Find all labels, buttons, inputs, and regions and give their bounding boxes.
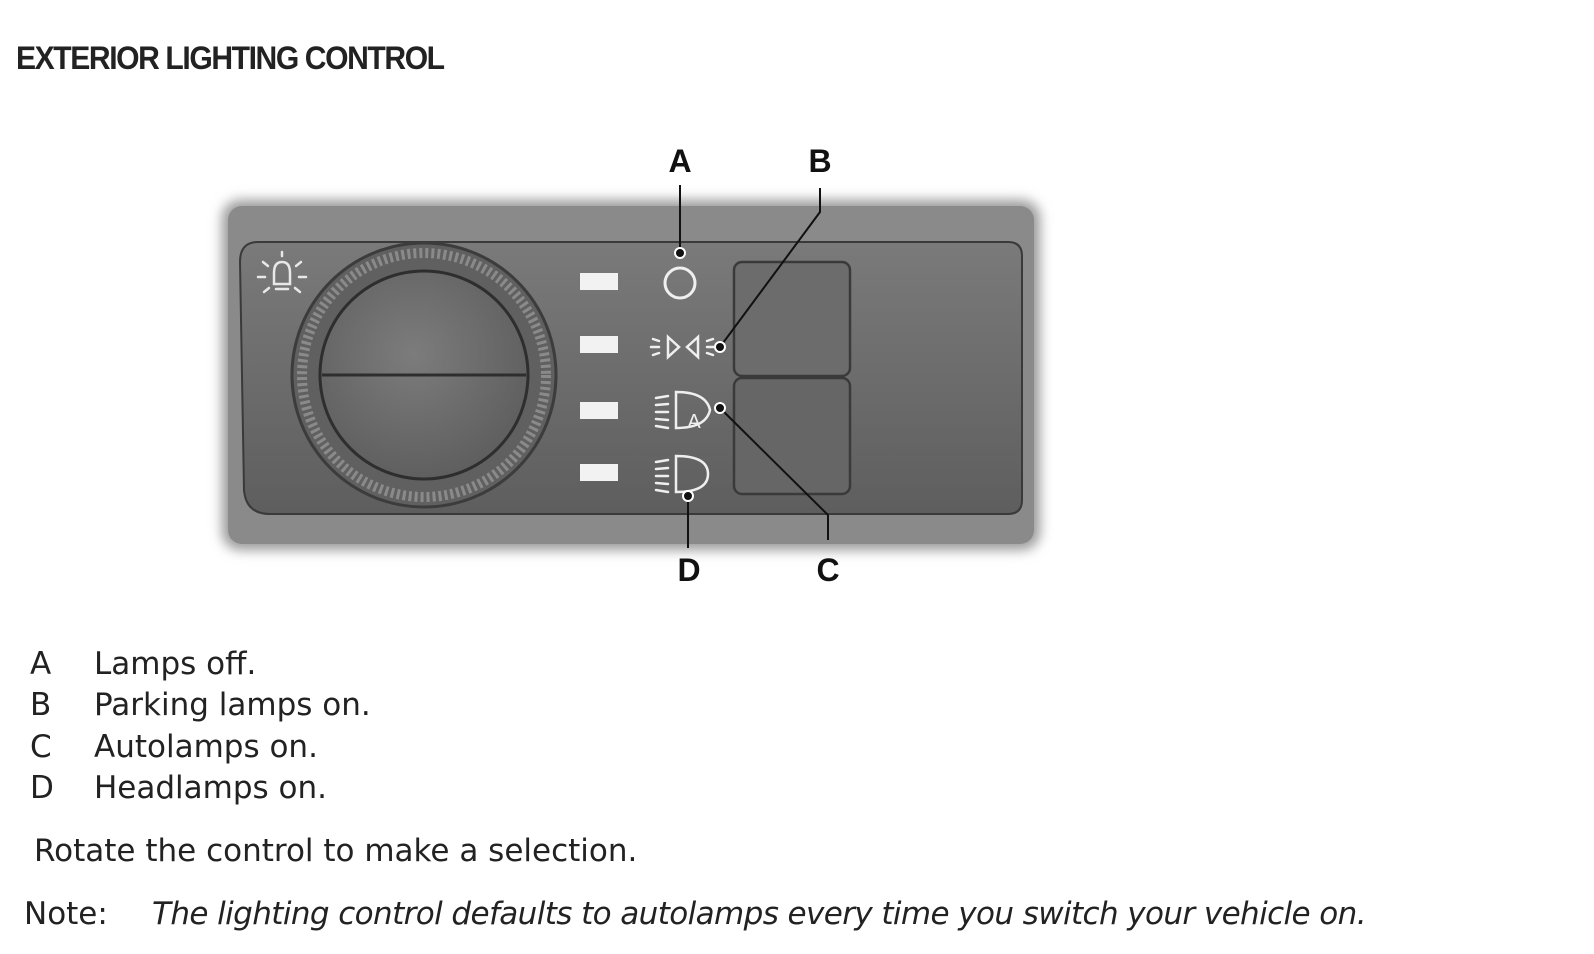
lighting-control-diagram: A A B C D [222, 143, 1040, 588]
legend-key: A [30, 645, 52, 682]
legend-key: C [30, 728, 52, 765]
rotary-knob[interactable] [290, 241, 558, 509]
callout-dot-c [714, 402, 726, 414]
note-label: Note: [24, 896, 108, 932]
parking-lamps-icon [649, 334, 717, 360]
callout-line-c [719, 407, 829, 540]
callout-label-b: B [808, 143, 831, 179]
instruction-text: Rotate the control to make a selection. [34, 833, 638, 869]
callout-label-d: D [677, 552, 700, 588]
legend-row: B Parking lamps on. [30, 685, 371, 727]
legend-text: Headlamps on. [94, 770, 328, 807]
legend-row: A Lamps off. [30, 643, 371, 685]
position-indicator [580, 464, 618, 481]
off-circle-icon [663, 266, 697, 300]
page-heading: EXTERIOR LIGHTING CONTROL [16, 40, 445, 76]
callout-label-c: C [816, 552, 839, 588]
callout-dot-a [674, 247, 686, 259]
position-indicator [580, 402, 618, 419]
note: Note: The lighting control defaults to au… [24, 896, 1367, 932]
callout-dot-d [682, 490, 694, 502]
legend-row: D Headlamps on. [30, 768, 371, 810]
legend-row: C Autolamps on. [30, 726, 371, 768]
position-indicator [580, 273, 618, 290]
legend-text: Parking lamps on. [94, 687, 371, 724]
callout-legend: A Lamps off. B Parking lamps on. C Autol… [30, 643, 371, 809]
autolamps-icon [654, 390, 712, 430]
lower-push-button[interactable] [732, 376, 852, 496]
note-text: The lighting control defaults to autolam… [152, 896, 1367, 932]
callout-label-a: A [668, 143, 691, 179]
callout-line-b [719, 188, 821, 348]
legend-key: B [30, 687, 52, 724]
callout-dot-b [714, 341, 726, 353]
legend-text: Lamps off. [94, 645, 257, 682]
legend-text: Autolamps on. [94, 728, 318, 765]
position-indicator [580, 336, 618, 353]
autolamps-letter: A [687, 411, 701, 433]
legend-key: D [30, 770, 54, 807]
light-bulb-icon [256, 250, 308, 294]
upper-push-button[interactable] [732, 260, 852, 378]
